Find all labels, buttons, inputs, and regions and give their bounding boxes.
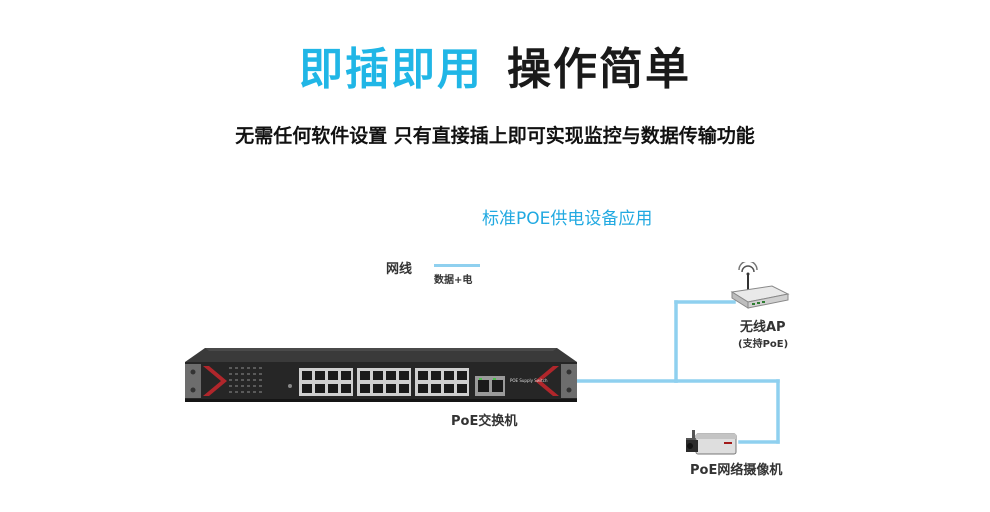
poe-switch-image <box>185 348 577 402</box>
switch-panel-text: POE Supply Switch <box>510 378 548 383</box>
switch-label: PoE交换机 <box>451 414 518 429</box>
ap-note: (支持PoE) <box>738 339 789 350</box>
legend-desc: 数据+电 <box>434 275 473 286</box>
ap-label: 无线AP <box>740 320 786 335</box>
legend-title: 网线 <box>386 262 413 277</box>
page-subtitle: 无需任何软件设置 只有直接插上即可实现监控与数据传输功能 <box>235 125 755 147</box>
ip-camera-image <box>686 430 737 455</box>
headline-part1: 即插即用 <box>299 44 483 95</box>
wireless-ap-image <box>730 262 790 309</box>
headline-part2: 操作简单 <box>507 44 691 95</box>
page-title: 即插即用操作简单 <box>0 40 990 100</box>
diagram-caption: 标准POE供电设备应用 <box>482 209 653 229</box>
legend-cable-swatch <box>434 264 480 267</box>
camera-label: PoE网络摄像机 <box>690 463 783 478</box>
